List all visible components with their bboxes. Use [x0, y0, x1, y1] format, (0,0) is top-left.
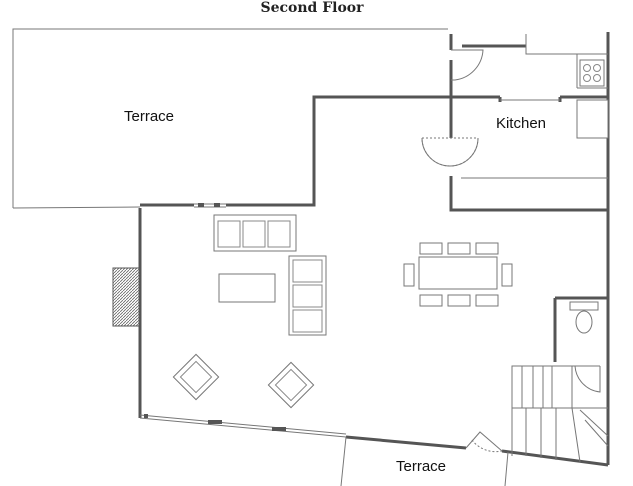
kitchen-counters: [461, 34, 609, 179]
dining-set: [403, 242, 513, 307]
sofa-top: [213, 214, 297, 252]
terrace-top-outline: [12, 28, 448, 209]
armchair-left: [172, 353, 220, 401]
walls: [138, 32, 610, 467]
room-label-terrace-bottom: Terrace: [396, 458, 446, 475]
staircase: [511, 365, 609, 463]
sofa-right: [288, 255, 327, 336]
terrace-bottom-outline: [340, 436, 509, 486]
plan-title: Second Floor: [260, 0, 364, 16]
toilet-icon: [569, 301, 599, 334]
room-label-terrace-top: Terrace: [124, 108, 174, 125]
armchair-right: [267, 361, 315, 409]
coffee-table: [218, 273, 276, 303]
room-label-kitchen: Kitchen: [496, 115, 546, 132]
fireplace: [112, 267, 141, 327]
